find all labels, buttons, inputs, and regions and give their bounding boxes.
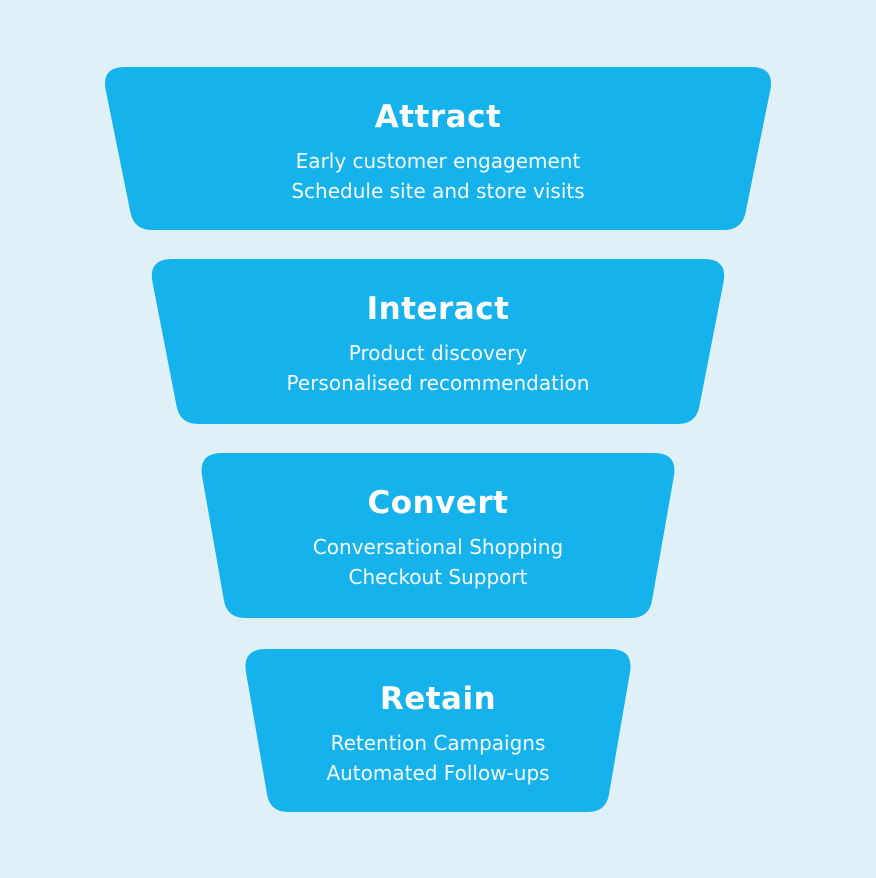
trapezoid-shape: [201, 453, 675, 618]
stage-content: Attract Early customer engagement Schedu…: [101, 67, 775, 230]
funnel-stage-attract: Attract Early customer engagement Schedu…: [101, 67, 775, 230]
stage-subtitle-line: Personalised recommendation: [286, 371, 590, 395]
stage-content: Interact Product discovery Personalised …: [148, 259, 728, 424]
stage-subtitle-line: Automated Follow-ups: [326, 761, 550, 785]
stage-content: Retain Retention Campaigns Automated Fol…: [242, 649, 634, 812]
funnel-stage-interact: Interact Product discovery Personalised …: [148, 259, 728, 424]
stage-subtitle-line: Retention Campaigns: [330, 731, 546, 755]
stage-subtitle-line: Checkout Support: [348, 565, 528, 589]
funnel-stage-shape: [245, 649, 631, 812]
stage-title: Retain: [379, 681, 497, 717]
funnel-stage-convert: Convert Conversational Shopping Checkout…: [198, 453, 678, 618]
funnel-stage-shape: [201, 453, 675, 618]
stage-subtitle-line: Product discovery: [348, 341, 528, 365]
stage-subtitle-line: Conversational Shopping: [312, 535, 564, 559]
trapezoid-shape: [105, 67, 771, 230]
funnel-stage-shape: [151, 259, 725, 424]
stage-title: Attract: [374, 99, 502, 135]
trapezoid-shape: [245, 649, 631, 812]
stage-title: Interact: [366, 291, 510, 327]
funnel-stage-retain: Retain Retention Campaigns Automated Fol…: [242, 649, 634, 812]
stage-title: Convert: [367, 485, 509, 521]
trapezoid-shape: [151, 259, 725, 424]
stage-content: Convert Conversational Shopping Checkout…: [198, 453, 678, 618]
funnel-stage-shape: [105, 67, 771, 230]
stage-subtitle-line: Early customer engagement: [295, 149, 581, 173]
stage-subtitle-line: Schedule site and store visits: [291, 179, 585, 203]
